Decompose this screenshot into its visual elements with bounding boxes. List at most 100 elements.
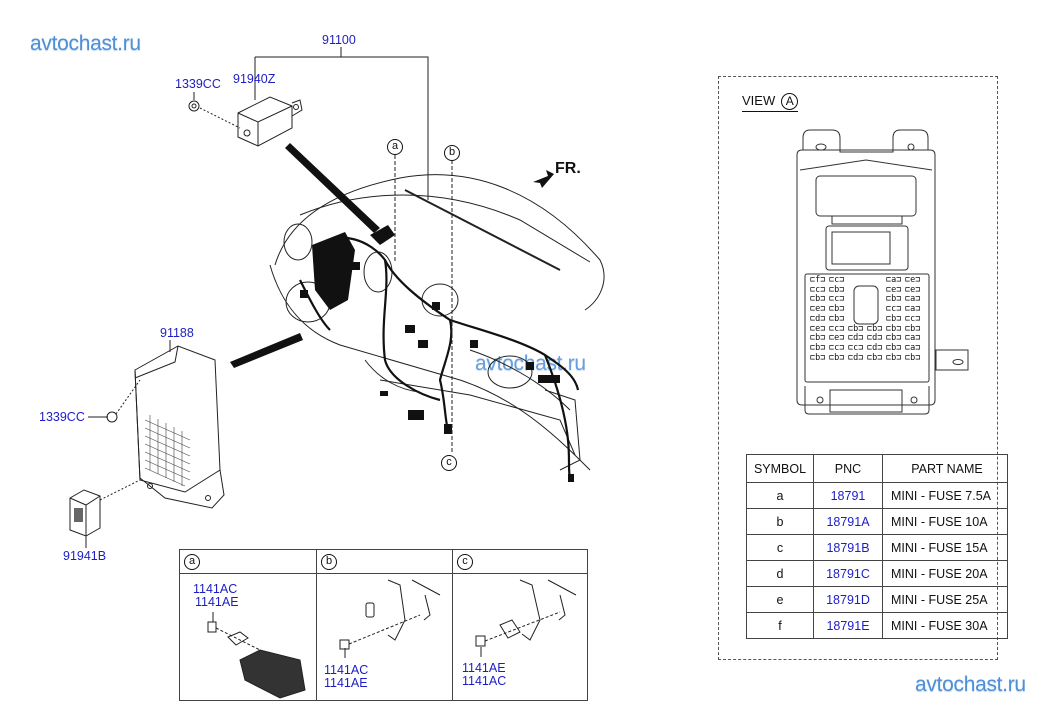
- detail-panel-a: [180, 550, 317, 700]
- fuse-slot-b: ⊏b⊐: [886, 294, 902, 305]
- fuse-slot-d: ⊏d⊐: [848, 333, 864, 344]
- fuse-slot-c: ⊏c⊐: [829, 275, 845, 285]
- part-number-1339cc-top: 1339CC: [175, 77, 221, 91]
- fuse-slot-a: ⊏a⊐: [905, 333, 921, 344]
- fuse-slot-b: ⊏b⊐: [810, 352, 826, 363]
- pnc: 18791: [813, 482, 883, 509]
- detail-label-c: c: [457, 554, 473, 570]
- fuse-slot-b: ⊏b⊐: [867, 352, 883, 363]
- symbol: c: [746, 534, 814, 561]
- fuse-slot-c: ⊏c⊐: [829, 342, 845, 353]
- detail-b-part-2: 1141AE: [324, 676, 368, 690]
- fuse-slot-b: ⊏b⊐: [848, 323, 864, 334]
- watermark-top-left: avtochast.ru: [30, 32, 141, 55]
- fuse-slot-d: ⊏d⊐: [867, 342, 883, 353]
- front-arrow: [533, 170, 554, 188]
- callout-a: a: [387, 139, 403, 155]
- detail-c-part-1: 1141AE: [462, 661, 506, 675]
- fuse-slot-c: ⊏c⊐: [810, 284, 826, 295]
- fuse-slot-b: ⊏b⊐: [905, 323, 921, 334]
- watermark-bottom-right: avtochast.ru: [915, 673, 1026, 696]
- symbol: f: [746, 612, 814, 639]
- header-part-name: PART NAME: [882, 454, 1008, 483]
- nut-left: [106, 411, 118, 423]
- detail-panel-b: [317, 550, 453, 700]
- part-name: MINI - FUSE 30A: [882, 612, 1008, 639]
- header-pnc: PNC: [813, 454, 883, 483]
- fuse-slot-d: ⊏d⊐: [810, 313, 826, 324]
- fuse-slot-b: ⊏b⊐: [829, 284, 845, 295]
- fuse-slot-d: ⊏d⊐: [848, 352, 864, 363]
- symbol: d: [746, 560, 814, 587]
- fuse-slot-a: ⊏a⊐: [905, 294, 921, 305]
- fuse-slot-a: ⊏a⊐: [905, 342, 921, 353]
- pnc: 18791D: [813, 586, 883, 613]
- fuse-slot-b: ⊏b⊐: [886, 333, 902, 344]
- module-91940z: [237, 96, 303, 147]
- fuse-slot-c: ⊏c⊐: [848, 342, 864, 353]
- relay-91941b: [69, 479, 141, 548]
- view-title-text: VIEW: [742, 93, 776, 108]
- header-symbol: SYMBOL: [746, 454, 814, 483]
- fuse-slot-b: ⊏b⊐: [905, 352, 921, 363]
- pnc: 18791A: [813, 508, 883, 535]
- detail-drawings: [207, 579, 577, 699]
- fuse-slot-b: ⊏b⊐: [829, 352, 845, 363]
- symbol: b: [746, 508, 814, 535]
- fuse-slot-b: ⊏b⊐: [829, 313, 845, 324]
- view-marker: A: [781, 93, 799, 110]
- fuse-slot-e: ⊏e⊐: [905, 275, 921, 285]
- view-a-panel: [718, 76, 998, 660]
- nut-top: [188, 100, 200, 112]
- part-number-91941b: 91941B: [63, 549, 107, 563]
- part-number-91188: 91188: [160, 326, 194, 340]
- fuse-slot-b: ⊏b⊐: [886, 313, 902, 324]
- symbol: e: [746, 586, 814, 613]
- fuse-slot-c: ⊏c⊐: [905, 313, 921, 324]
- detail-a-part-1: 1141AC: [193, 582, 238, 596]
- detail-panels: a b c: [179, 549, 588, 701]
- fuse-box-view-a: [796, 129, 969, 415]
- detail-b-part-1: 1141AC: [324, 663, 369, 677]
- part-number-91100: 91100: [322, 33, 356, 47]
- fuse-slot-d: ⊏d⊐: [867, 333, 883, 344]
- part-name: MINI - FUSE 15A: [882, 534, 1008, 561]
- view-a-title: VIEW A: [742, 93, 799, 112]
- fuse-slot-c: ⊏c⊐: [829, 294, 845, 305]
- fuse-slot-b: ⊏b⊐: [810, 342, 826, 353]
- fuse-slot-a: ⊏a⊐: [886, 275, 902, 285]
- fuse-slot-b: ⊏b⊐: [829, 304, 845, 315]
- fuse-slot-b: ⊏b⊐: [886, 342, 902, 353]
- pnc: 18791E: [813, 612, 883, 639]
- pointer-arrow-b: [230, 333, 303, 368]
- callout-c: c: [441, 455, 457, 471]
- dashboard-outline: [269, 174, 605, 471]
- fuse-slot-a: ⊏a⊐: [905, 304, 921, 315]
- fuse-slot-e: ⊏e⊐: [810, 323, 826, 334]
- part-name: MINI - FUSE 7.5A: [882, 482, 1008, 509]
- part-name: MINI - FUSE 10A: [882, 508, 1008, 535]
- callout-b: b: [444, 145, 460, 161]
- fuse-slot-b: ⊏b⊐: [810, 333, 826, 344]
- fuse-slot-e: ⊏e⊐: [829, 333, 845, 344]
- fuse-slot-b: ⊏b⊐: [810, 294, 826, 305]
- fuse-slot-c: ⊏c⊐: [829, 323, 845, 334]
- fuse-slot-b: ⊏b⊐: [886, 323, 902, 334]
- leader-91100: [254, 47, 429, 200]
- pnc: 18791B: [813, 534, 883, 561]
- detail-a-part-2: 1141AE: [195, 595, 239, 609]
- pnc: 18791C: [813, 560, 883, 587]
- junction-box-91188: [134, 340, 225, 509]
- front-indicator: FR.: [555, 160, 581, 177]
- fuse-table-header: SYMBOL PNC PART NAME: [746, 454, 1008, 483]
- part-name: MINI - FUSE 20A: [882, 560, 1008, 587]
- part-number-1339cc-left: 1339CC: [39, 410, 85, 424]
